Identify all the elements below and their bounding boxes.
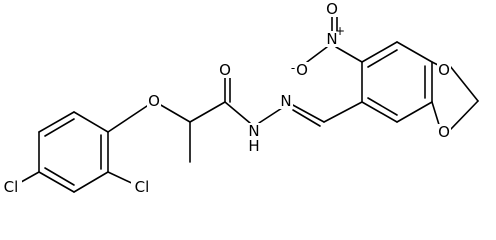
bond-ring2-c bbox=[396, 41, 433, 63]
svg-text:N: N bbox=[280, 92, 291, 110]
bond-ring1-a bbox=[38, 111, 75, 133]
chemical-structure: Cl Cl O O N H N N + O bbox=[0, 0, 479, 196]
svg-text:O: O bbox=[148, 92, 160, 110]
svg-text:O: O bbox=[438, 123, 450, 141]
bond-ring1-b bbox=[73, 111, 109, 133]
bond-c-n-amide bbox=[224, 101, 251, 124]
bond-ring2-b bbox=[361, 41, 398, 63]
bond-ch-ring2 bbox=[323, 101, 363, 123]
bond-ring1-d bbox=[73, 171, 109, 193]
atom-o-diox-top: O bbox=[437, 61, 451, 79]
svg-text:N: N bbox=[248, 122, 259, 140]
bond-o-ch2-top bbox=[449, 65, 479, 102]
bond-ring2-nitro bbox=[335, 46, 363, 63]
atom-o-carbonyl: O bbox=[218, 61, 232, 79]
atom-cl-a: Cl bbox=[0, 178, 22, 196]
bond-ring2-e bbox=[396, 101, 433, 123]
svg-text:Cl: Cl bbox=[4, 178, 19, 196]
nitro-o-charge: - bbox=[291, 61, 295, 75]
bond-nitro-o-left bbox=[306, 46, 328, 63]
bond-ring1-inner-3 bbox=[44, 167, 75, 186]
atom-o-diox-bottom: O bbox=[437, 123, 451, 141]
atom-labels: Cl Cl O O N H N N + O bbox=[0, 0, 451, 196]
bond-o-ch bbox=[158, 103, 191, 123]
atom-o-ether: O bbox=[147, 92, 161, 110]
atom-o-nitro-top: O bbox=[325, 0, 339, 18]
bond-ring2-f bbox=[361, 101, 398, 123]
bond-ring2-inner-3 bbox=[367, 97, 398, 116]
svg-text:O: O bbox=[326, 0, 338, 18]
bond-n-ch-imine bbox=[290, 103, 325, 123]
bond-ring1-inner-1 bbox=[44, 118, 75, 137]
atom-n-imine: N bbox=[279, 92, 293, 110]
svg-text:O: O bbox=[219, 61, 231, 79]
bonds bbox=[13, 15, 479, 193]
atom-nh-amide: N H bbox=[247, 122, 261, 155]
bond-ring2-o-bottom bbox=[431, 101, 441, 129]
bond-ch-co bbox=[189, 101, 226, 123]
atom-cl-b: Cl bbox=[131, 178, 153, 196]
bond-n-n bbox=[258, 107, 283, 124]
bond-n-ch-imine-double bbox=[292, 109, 321, 127]
bond-ring2-inner-1 bbox=[367, 49, 398, 68]
svg-text:H: H bbox=[248, 137, 259, 155]
svg-text:O: O bbox=[296, 61, 308, 79]
svg-text:O: O bbox=[438, 61, 450, 79]
bond-c-o-ether bbox=[107, 103, 151, 133]
svg-text:Cl: Cl bbox=[135, 178, 150, 196]
bond-o-ch2-bottom bbox=[449, 100, 479, 131]
bond-ring1-e bbox=[38, 171, 75, 193]
atom-n-nitro: N + bbox=[325, 24, 345, 48]
nitro-n-charge: + bbox=[335, 24, 345, 38]
svg-text:N: N bbox=[326, 30, 337, 48]
atom-o-nitro-left: - O bbox=[289, 61, 309, 79]
